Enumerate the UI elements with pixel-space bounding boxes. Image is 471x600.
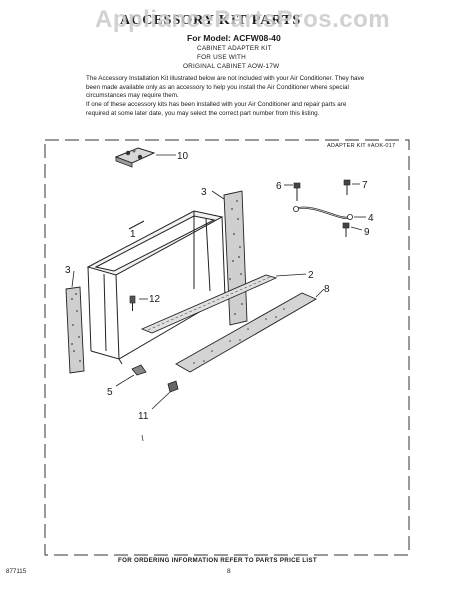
callout-6: 6 [276,181,282,192]
model-number: For Model: ACFW08-40 [187,33,281,43]
callout-7: 7 [362,180,368,191]
callout-11: 11 [138,411,149,422]
kit-label: ADAPTER KIT #AOK-017 [327,143,396,149]
callout-1: 1 [130,229,136,240]
page-number: 8 [227,568,231,575]
adapter-line-3: ORIGINAL CABINET AOW-17W [183,63,280,70]
part-9-foam-strip-bottom [175,288,325,373]
callout-8: 9 [364,227,370,238]
callout-4: 5 [107,387,113,398]
callout-5: 4 [368,213,374,224]
part-8-screw [342,222,363,237]
intro-paragraph-2: If one of these accessory kits has been … [86,101,347,117]
callout-3-left: 3 [65,265,71,276]
ordering-note: FOR ORDERING INFORMATION REFER TO PARTS … [118,557,317,564]
watermark: AppliancePartsPros.com [95,6,391,33]
diagram-frame: 10 3 1 2 8 3 12 5 11 6 7 4 9 [44,139,410,556]
part-2-rail [140,273,307,334]
part-3-foam-strip-left [65,270,85,374]
part-11-block [151,380,179,410]
callout-3-right: 3 [201,187,207,198]
stray-mark [141,434,144,442]
part-5-strap [292,206,366,221]
intro-paragraph-1: The Accessory Installation Kit illustrat… [86,75,365,100]
part-12-screw [129,295,148,311]
callout-9: 8 [324,284,330,295]
callout-10: 10 [177,151,189,162]
document-number: 877115 [6,568,27,575]
callout-2: 2 [308,270,314,281]
callout-12: 12 [149,294,161,305]
part-3-foam-strip-right [211,190,248,326]
dashed-border [44,139,410,556]
adapter-line-1: CABINET ADAPTER KIT [197,45,272,52]
exploded-parts-diagram: 10 3 1 2 8 3 12 5 11 6 7 4 9 [44,139,410,556]
adapter-line-2: FOR USE WITH [197,54,246,61]
page-title: ACCESSORY KIT PARTS [120,13,302,28]
part-7-screw [343,179,360,195]
part-10-bracket [114,147,176,168]
part-6-screw [284,182,301,201]
part-1-adapter-frame [86,210,226,365]
part-4-clip [115,364,147,387]
